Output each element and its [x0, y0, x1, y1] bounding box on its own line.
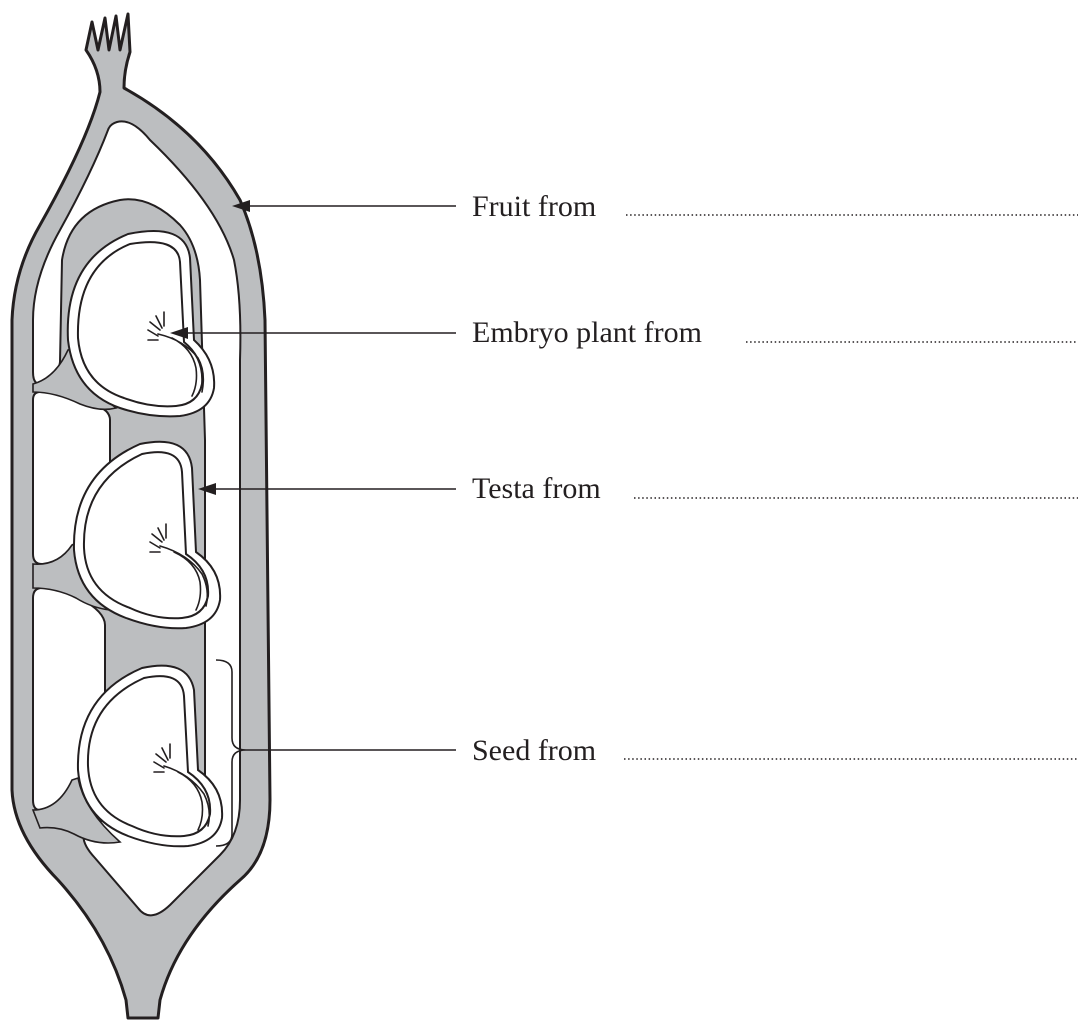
embryo-label: Embryo plant from [472, 318, 702, 348]
testa-label: Testa from [472, 474, 601, 504]
fruit-label: Fruit from [472, 192, 596, 222]
seed-label: Seed from [472, 736, 596, 766]
